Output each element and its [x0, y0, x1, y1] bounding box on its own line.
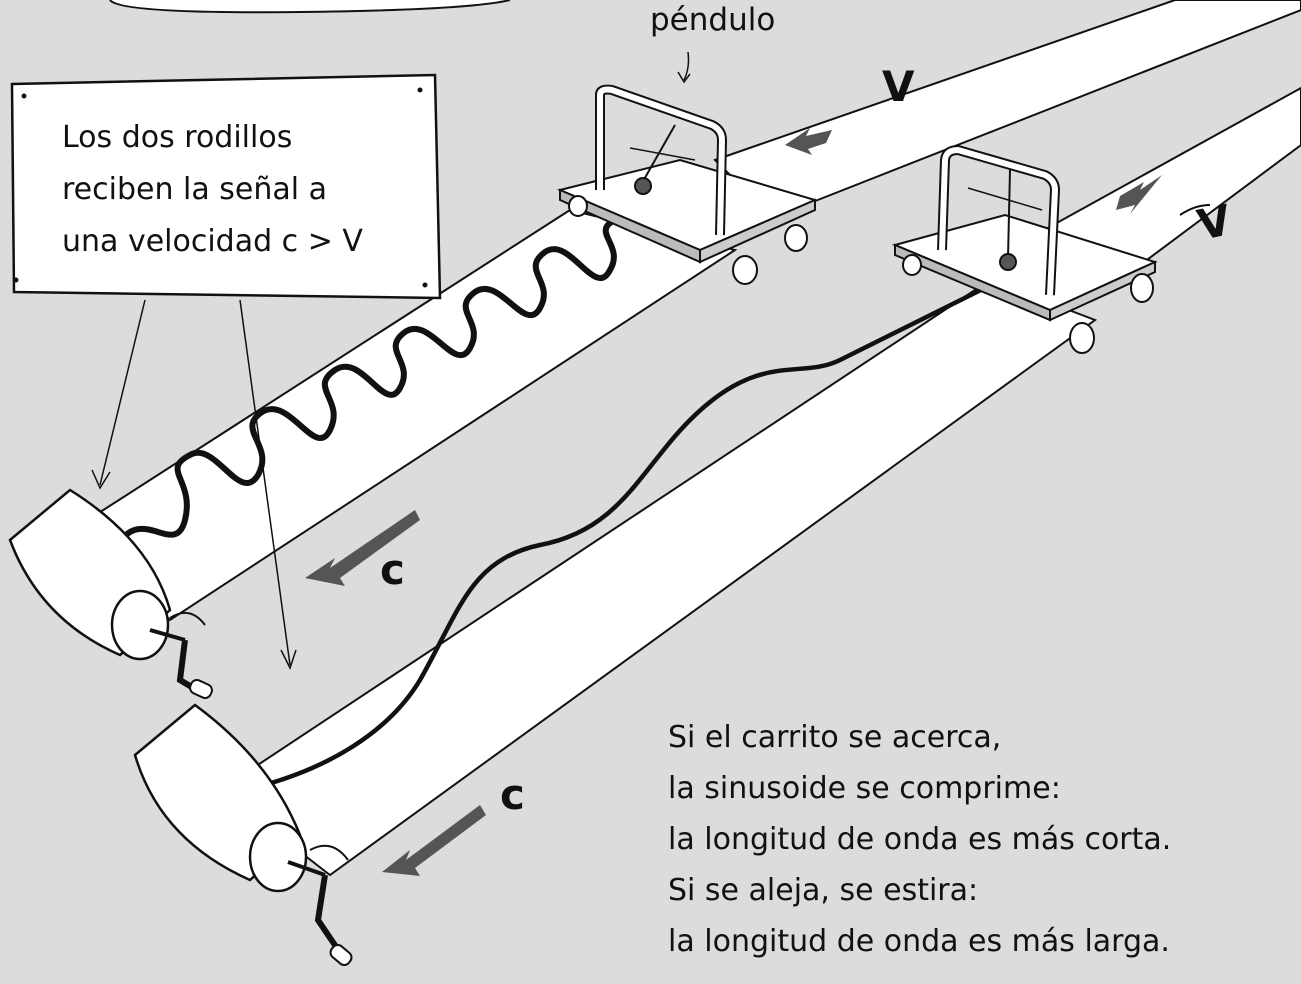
notice-text: Los dos rodillos reciben la señal a una …: [62, 112, 363, 268]
arrow-v-upper: [785, 128, 832, 155]
notice-line: una velocidad c > V: [62, 224, 363, 259]
velocity-tick: [1179, 204, 1211, 216]
upper-cart: [556, 84, 818, 285]
lower-roller: [133, 703, 353, 966]
pendulum-label: péndulo: [650, 2, 776, 38]
top-bubble-edge: [109, 0, 511, 14]
explanation-line: Si el carrito se acerca,: [668, 720, 1002, 755]
arrow-v-lower: [1116, 175, 1162, 214]
pointer-lower-roller: [239, 299, 291, 666]
explanation-line: la longitud de onda es más larga.: [668, 924, 1170, 959]
explanation-line: Si se aleja, se estira:: [668, 873, 979, 908]
velocity-c-lower-label: c: [500, 770, 525, 819]
upper-roller: [8, 488, 213, 700]
stretched-sinusoid: [242, 275, 1008, 793]
lower-cart: [891, 144, 1158, 354]
explanation-line: la longitud de onda es más corta.: [668, 822, 1172, 857]
arrow-c-lower: [382, 805, 486, 876]
velocity-c-upper-label: c: [380, 545, 405, 594]
explanation-line: la sinusoide se comprime:: [668, 771, 1061, 806]
arrow-c-upper: [305, 510, 420, 586]
notice-line: reciben la señal a: [62, 172, 328, 207]
notice-board: [10, 73, 442, 300]
notice-line: Los dos rodillos: [62, 120, 293, 155]
explanation-text: Si el carrito se acerca, la sinusoide se…: [668, 712, 1171, 967]
pointer-upper-roller: [99, 299, 146, 486]
compressed-sinusoid: [112, 207, 648, 553]
pendulum-pointer: [683, 51, 690, 81]
velocity-v-upper-label: V: [882, 62, 915, 111]
